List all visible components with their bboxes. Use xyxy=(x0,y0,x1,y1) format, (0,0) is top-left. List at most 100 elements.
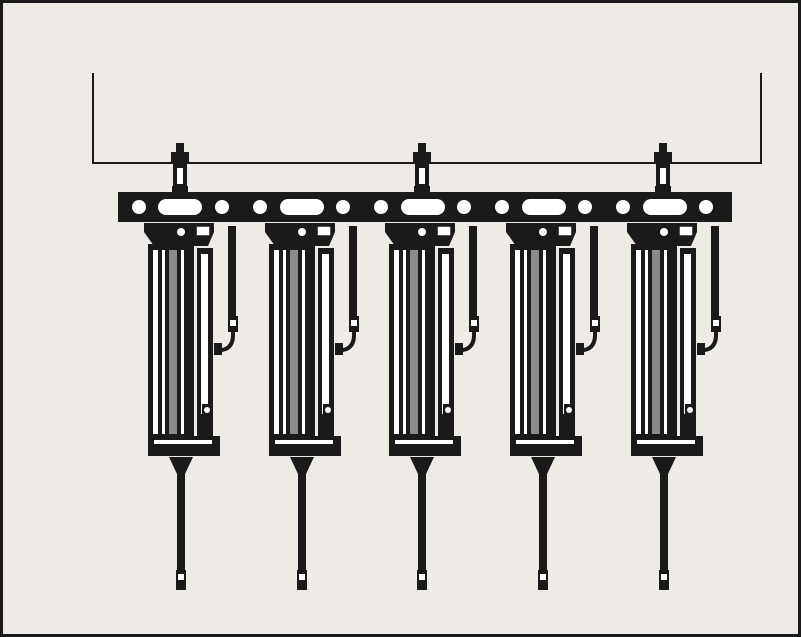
manifold-port xyxy=(336,200,350,214)
manifold-slot xyxy=(158,199,202,215)
unit-side-valve-dot xyxy=(204,407,210,413)
drop-top-nut xyxy=(659,143,667,152)
unit-cylinder-shade xyxy=(652,250,660,434)
unit-hose-fitting-window xyxy=(471,320,477,326)
unit-cylinder-highlight xyxy=(515,250,520,434)
unit-cylinder-shade xyxy=(290,250,298,434)
unit-head-bolt xyxy=(298,228,306,236)
unit-hose-curl xyxy=(457,331,477,352)
pump-unit xyxy=(265,223,359,590)
manifold-port xyxy=(253,200,267,214)
manifold-slot xyxy=(280,199,324,215)
unit-hose-fitting-window xyxy=(351,320,357,326)
unit-side-valve xyxy=(685,404,695,424)
unit-cylinder-highlight xyxy=(394,250,399,434)
unit-head-gauge xyxy=(195,225,211,237)
manifold-ports xyxy=(132,199,713,215)
pump-unit xyxy=(144,223,238,590)
unit-head-bolt xyxy=(539,228,547,236)
unit-cylinder-highlight xyxy=(524,250,527,434)
drop-valve-body xyxy=(654,152,672,164)
unit-cylinder-shade xyxy=(169,250,177,434)
manifold-port xyxy=(132,200,146,214)
unit-head-bolt xyxy=(660,228,668,236)
unit-head-gauge xyxy=(557,225,573,237)
unit-cylinder-highlight xyxy=(664,250,667,434)
manifold-port xyxy=(699,200,713,214)
unit-base xyxy=(148,436,220,456)
unit-hose-curl xyxy=(699,331,719,352)
unit-drain-tip-window xyxy=(540,574,546,580)
unit-head xyxy=(265,223,335,232)
unit-drain-tip-window xyxy=(178,574,184,580)
unit-side-valve xyxy=(564,404,574,424)
unit-head-gauge xyxy=(316,225,332,237)
unit-head-gauge xyxy=(436,225,452,237)
manifold-port xyxy=(616,200,630,214)
unit-drain-tip-window xyxy=(299,574,305,580)
unit-side-tube-highlight xyxy=(442,254,449,414)
unit-side-valve xyxy=(323,404,333,424)
unit-base xyxy=(510,436,582,456)
drop-window xyxy=(660,168,666,184)
manifold-slot xyxy=(401,199,445,215)
unit-head xyxy=(385,223,455,232)
unit-base-highlight xyxy=(516,440,574,444)
supply-drops xyxy=(171,143,672,192)
drop-window xyxy=(419,168,425,184)
unit-side-tube-highlight xyxy=(563,254,570,414)
unit-hose-curl xyxy=(578,331,598,352)
unit-hose-curl xyxy=(337,331,357,352)
drop-top-nut xyxy=(176,143,184,152)
manifold xyxy=(118,192,732,222)
unit-drain-cone xyxy=(169,457,193,474)
unit-hose-fitting-window xyxy=(230,320,236,326)
manifold-slot xyxy=(522,199,566,215)
unit-drain-cone xyxy=(410,457,434,474)
unit-head-bolt xyxy=(418,228,426,236)
unit-side-valve-dot xyxy=(566,407,572,413)
supply-drop-fitting xyxy=(171,143,189,192)
unit-head xyxy=(506,223,576,232)
drop-window xyxy=(177,168,183,184)
unit-hose-elbow xyxy=(576,343,584,355)
unit-base-highlight xyxy=(275,440,333,444)
unit-hose-elbow xyxy=(455,343,463,355)
unit-drain-tip-window xyxy=(419,574,425,580)
unit-head-bolt xyxy=(177,228,185,236)
unit-drain-cone xyxy=(531,457,555,474)
unit-side-valve-dot xyxy=(687,407,693,413)
unit-side-valve-dot xyxy=(445,407,451,413)
unit-drain-stem xyxy=(539,474,547,570)
supply-drop-fitting xyxy=(413,143,431,192)
unit-cylinder-highlight xyxy=(645,250,648,434)
unit-head xyxy=(144,223,214,232)
unit-hose-fitting-window xyxy=(713,320,719,326)
supply-drop-fitting xyxy=(654,143,672,192)
unit-cylinder-highlight xyxy=(403,250,406,434)
unit-base xyxy=(631,436,703,456)
drop-valve-body xyxy=(171,152,189,164)
unit-drain-stem xyxy=(298,474,306,570)
unit-base-highlight xyxy=(637,440,695,444)
unit-drain-tip-window xyxy=(661,574,667,580)
unit-head-gauge xyxy=(678,225,694,237)
manifold-port xyxy=(495,200,509,214)
unit-cylinder-highlight xyxy=(181,250,184,434)
drop-valve-body xyxy=(413,152,431,164)
manifold-port xyxy=(578,200,592,214)
unit-hose-elbow xyxy=(697,343,705,355)
unit-cylinder-highlight xyxy=(543,250,546,434)
pump-unit xyxy=(506,223,600,590)
manifold-port xyxy=(457,200,471,214)
drop-collar xyxy=(414,186,430,192)
unit-drain-stem xyxy=(418,474,426,570)
unit-drain-stem xyxy=(177,474,185,570)
unit-drain-stem xyxy=(660,474,668,570)
pump-units xyxy=(144,223,721,590)
unit-cylinder-highlight xyxy=(274,250,279,434)
unit-head xyxy=(627,223,697,232)
drop-top-nut xyxy=(418,143,426,152)
manifold-port xyxy=(215,200,229,214)
